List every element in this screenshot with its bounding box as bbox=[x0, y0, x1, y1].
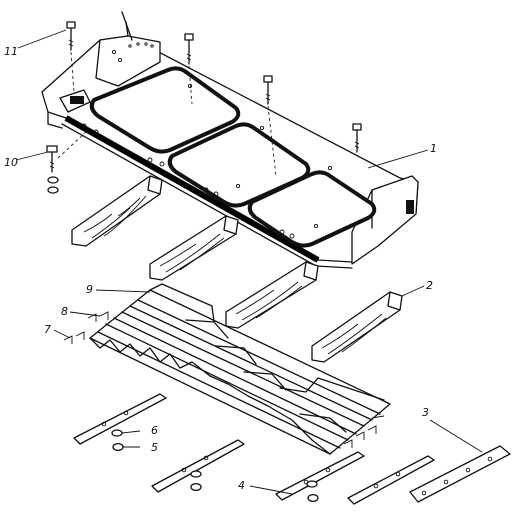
slat-assembly bbox=[63, 283, 391, 455]
callout-label-10: 10 bbox=[4, 156, 18, 169]
strip-part-3 bbox=[409, 445, 511, 503]
nut-washer-group-3 bbox=[306, 480, 319, 503]
wood-block-2 bbox=[149, 215, 239, 281]
wood-block-1 bbox=[71, 175, 163, 247]
bolt-top-right bbox=[263, 75, 277, 177]
strip-4 bbox=[347, 455, 435, 505]
callout-label-5: 5 bbox=[151, 441, 158, 454]
bolt-part-11 bbox=[66, 21, 76, 93]
callout-label-9: 9 bbox=[86, 283, 93, 296]
strip-1 bbox=[73, 393, 167, 445]
callout-label-1: 1 bbox=[430, 142, 437, 155]
callout-label-8: 8 bbox=[61, 305, 68, 318]
bolt-top-middle bbox=[184, 33, 194, 105]
callout-label-6: 6 bbox=[151, 424, 158, 437]
frame-part-1 bbox=[41, 11, 419, 269]
nut-washer-group-1 bbox=[111, 429, 124, 452]
bolt-part-10 bbox=[46, 131, 87, 194]
bolt-far-right bbox=[352, 123, 362, 153]
callout-label-3: 3 bbox=[422, 406, 429, 419]
frame-opening-3 bbox=[247, 170, 377, 248]
nut-washer-group-2 bbox=[190, 470, 202, 492]
frame-rivets bbox=[81, 83, 333, 239]
wood-block-3 bbox=[225, 261, 319, 329]
strip-2 bbox=[151, 439, 245, 493]
frame-opening-1 bbox=[89, 66, 241, 154]
callout-label-2: 2 bbox=[426, 279, 433, 292]
leader-lines bbox=[15, 29, 483, 495]
wood-block-part-2 bbox=[311, 291, 403, 363]
callout-label-7: 7 bbox=[44, 323, 51, 336]
callout-label-4: 4 bbox=[238, 479, 245, 492]
strip-part-4 bbox=[275, 451, 365, 501]
callout-label-11: 11 bbox=[4, 45, 18, 58]
